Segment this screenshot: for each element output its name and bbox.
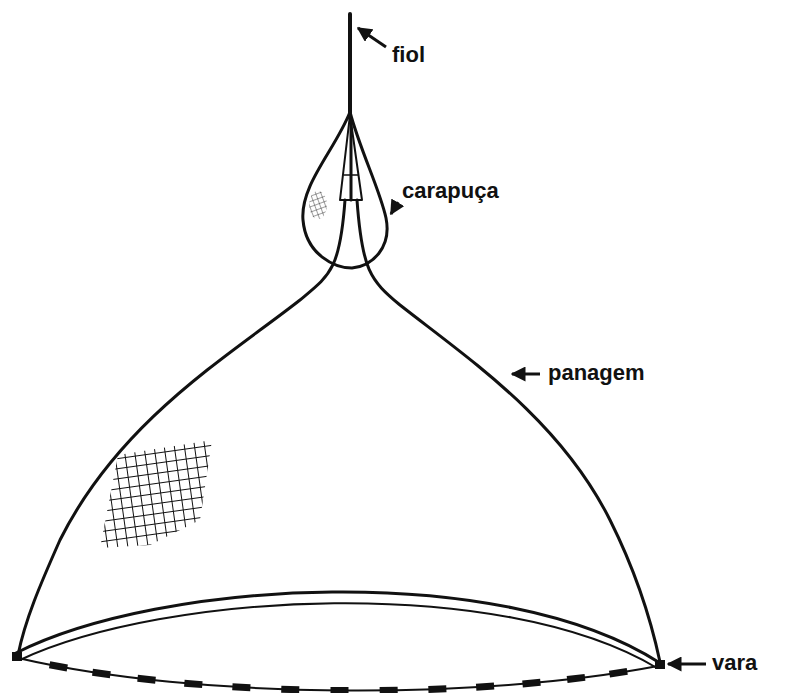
net-weight xyxy=(330,687,348,693)
mesh-label: panagem xyxy=(548,362,645,384)
net-weight xyxy=(281,686,299,693)
net-weight xyxy=(476,683,494,691)
net-weight xyxy=(567,674,586,683)
rope-label: fiol xyxy=(392,44,425,66)
net-weight xyxy=(92,669,111,678)
net-weight xyxy=(380,687,398,693)
rod-label: vara xyxy=(712,652,757,674)
cap-label: carapuça xyxy=(402,180,499,202)
net-weight xyxy=(609,668,628,678)
net-weight xyxy=(428,685,446,693)
net-weight xyxy=(522,679,541,688)
net-weight xyxy=(49,661,68,671)
net-weight xyxy=(137,675,156,684)
net-weight xyxy=(232,683,250,691)
net-weight xyxy=(184,680,203,688)
